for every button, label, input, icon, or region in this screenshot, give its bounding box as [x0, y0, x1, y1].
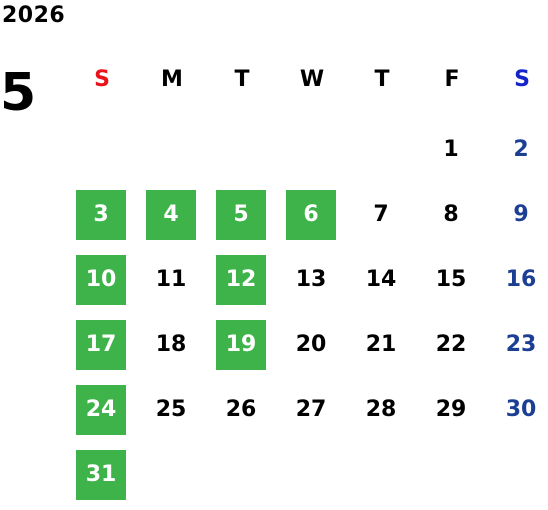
day-number: 3 — [76, 190, 126, 240]
weekday-friday: F — [444, 67, 460, 92]
day-number: 28 — [365, 397, 397, 422]
weekday-wednesday: W — [299, 67, 325, 92]
day-cell-9[interactable]: 9 — [487, 185, 548, 250]
day-cell-30[interactable]: 30 — [487, 380, 548, 445]
day-number: 5 — [216, 190, 266, 240]
day-number: 31 — [76, 450, 126, 500]
day-cell-11[interactable]: 11 — [137, 250, 207, 315]
day-number: 20 — [295, 332, 327, 357]
day-cell-15[interactable]: 15 — [417, 250, 487, 315]
day-number: 25 — [155, 397, 187, 422]
day-cell-18[interactable]: 18 — [137, 315, 207, 380]
day-number: 24 — [76, 385, 126, 435]
day-cell-20[interactable]: 20 — [277, 315, 347, 380]
day-cell-28[interactable]: 28 — [347, 380, 417, 445]
weekday-saturday: S — [514, 67, 530, 92]
day-cell-5[interactable]: 5 — [207, 185, 277, 250]
day-cell-27[interactable]: 27 — [277, 380, 347, 445]
day-number: 14 — [365, 267, 397, 292]
weekday-header-row: S M T W T F S — [67, 60, 548, 100]
day-number: 16 — [505, 267, 537, 292]
day-number: 15 — [435, 267, 467, 292]
day-number: 21 — [365, 332, 397, 357]
day-cell-12[interactable]: 12 — [207, 250, 277, 315]
day-cell-22[interactable]: 22 — [417, 315, 487, 380]
day-number: 30 — [505, 397, 537, 422]
month-number: 5 — [0, 63, 37, 123]
day-cell-17[interactable]: 17 — [67, 315, 137, 380]
day-cell-24[interactable]: 24 — [67, 380, 137, 445]
year-label: 2026 — [2, 3, 66, 28]
day-number: 29 — [435, 397, 467, 422]
day-number: 18 — [155, 332, 187, 357]
day-cell-29[interactable]: 29 — [417, 380, 487, 445]
day-cell-23[interactable]: 23 — [487, 315, 548, 380]
day-cell-26[interactable]: 26 — [207, 380, 277, 445]
day-cell-6[interactable]: 6 — [277, 185, 347, 250]
day-cell-25[interactable]: 25 — [137, 380, 207, 445]
day-cell-2[interactable]: 2 — [487, 120, 548, 185]
day-number: 9 — [513, 202, 529, 227]
weekday-tuesday: T — [234, 67, 250, 92]
day-cell-16[interactable]: 16 — [487, 250, 548, 315]
day-cell-19[interactable]: 19 — [207, 315, 277, 380]
day-number: 13 — [295, 267, 327, 292]
day-number: 17 — [76, 320, 126, 370]
day-cell-8[interactable]: 8 — [417, 185, 487, 250]
day-cell-14[interactable]: 14 — [347, 250, 417, 315]
day-cell-1[interactable]: 1 — [417, 120, 487, 185]
day-cell-21[interactable]: 21 — [347, 315, 417, 380]
day-cell-7[interactable]: 7 — [347, 185, 417, 250]
day-number: 22 — [435, 332, 467, 357]
day-number: 8 — [443, 202, 459, 227]
weekday-monday: M — [161, 67, 183, 92]
day-number: 12 — [216, 255, 266, 305]
day-number: 23 — [505, 332, 537, 357]
weekday-sunday: S — [94, 67, 110, 92]
day-cell-3[interactable]: 3 — [67, 185, 137, 250]
day-number: 11 — [155, 267, 187, 292]
day-number: 4 — [146, 190, 196, 240]
day-number: 26 — [225, 397, 257, 422]
day-number: 6 — [286, 190, 336, 240]
day-cell-4[interactable]: 4 — [137, 185, 207, 250]
day-number: 10 — [76, 255, 126, 305]
day-number: 7 — [373, 202, 389, 227]
day-cell-31[interactable]: 31 — [67, 445, 137, 510]
day-cell-13[interactable]: 13 — [277, 250, 347, 315]
day-number: 19 — [216, 320, 266, 370]
weekday-thursday: T — [374, 67, 390, 92]
day-number: 1 — [443, 137, 459, 162]
day-cell-10[interactable]: 10 — [67, 250, 137, 315]
day-number: 2 — [513, 137, 529, 162]
day-number: 27 — [295, 397, 327, 422]
